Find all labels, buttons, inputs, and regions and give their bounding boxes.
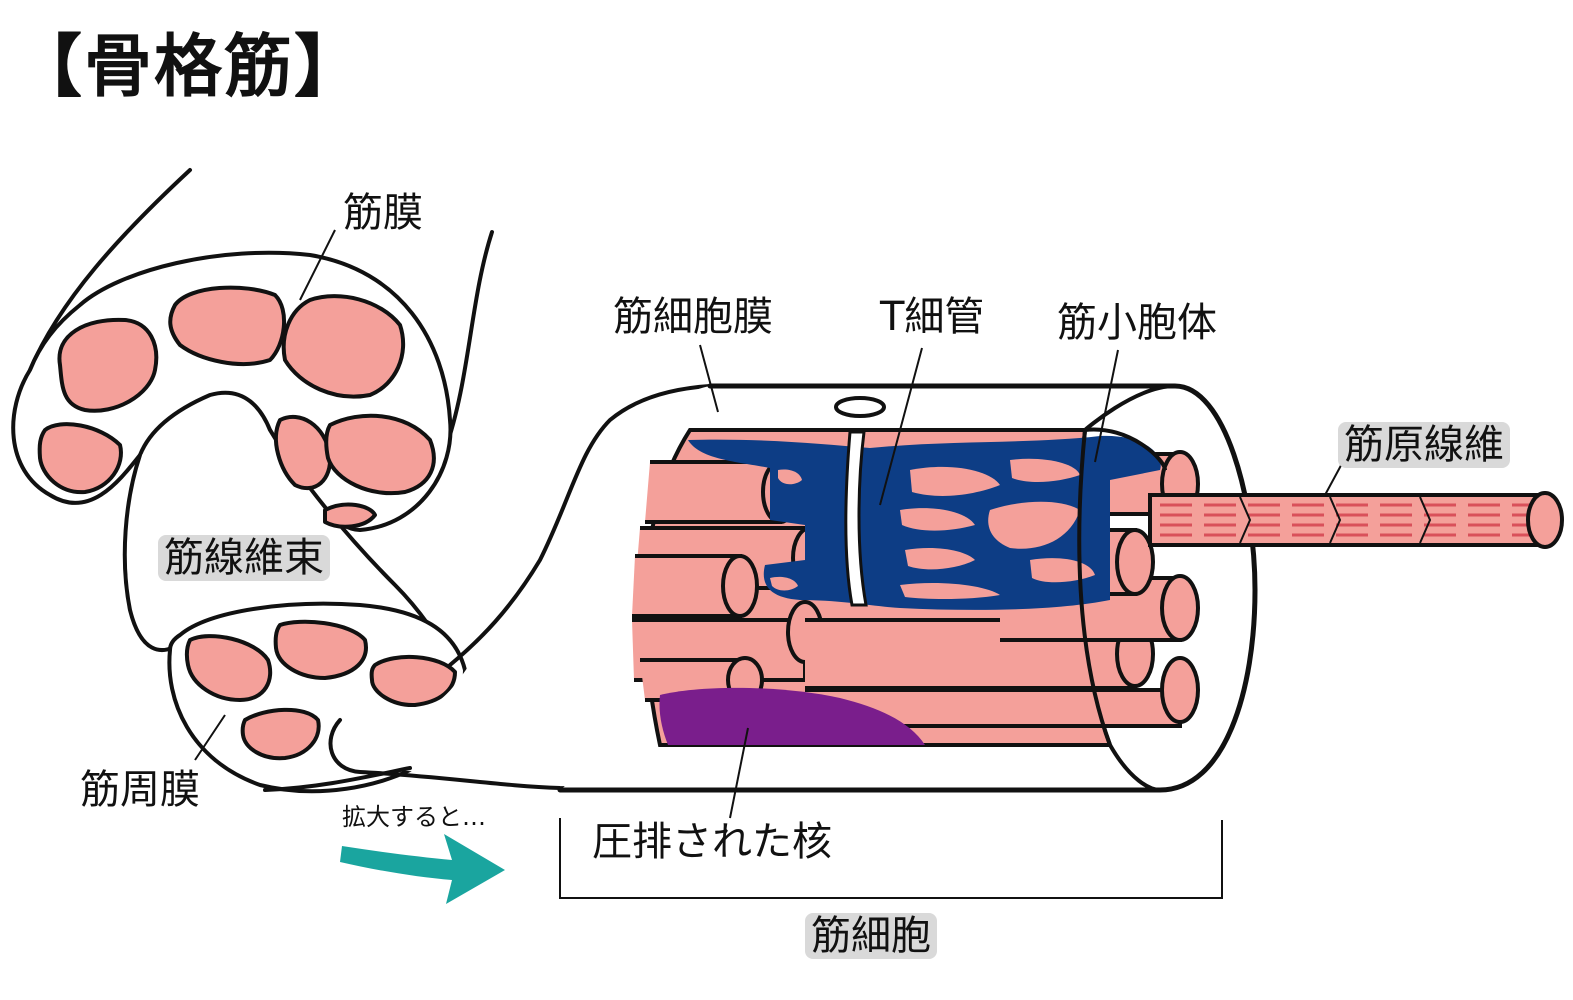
myofibril-end xyxy=(1115,528,1155,596)
muscle-fiber xyxy=(184,634,273,702)
muscle-fiber xyxy=(37,422,123,495)
myofibril-cap xyxy=(1526,491,1564,549)
label-fascicle: 筋線維束 xyxy=(158,535,330,581)
reticulum-gap xyxy=(988,501,1080,549)
muscle-fiber xyxy=(369,654,457,708)
cell-outline xyxy=(557,383,1258,793)
muscle-fiber xyxy=(240,707,321,761)
compressed-nucleus xyxy=(659,687,925,745)
cell-rim xyxy=(1084,427,1167,471)
muscle-fiber xyxy=(274,414,333,491)
muscle-cell-bracket xyxy=(559,818,1223,899)
connector-top-line xyxy=(448,384,712,667)
reticulum-gap xyxy=(900,583,1000,600)
connector-lower-curl xyxy=(263,766,412,792)
leader-perimysium xyxy=(194,714,226,761)
cell-front-face xyxy=(1077,384,1176,792)
reticulum-gap xyxy=(905,548,975,570)
reticulum-gap xyxy=(778,469,802,485)
reticulum-gap xyxy=(900,508,975,531)
label-sarcoplasmic-reticulum: 筋小胞体 xyxy=(1057,300,1217,346)
reticulum-gap xyxy=(770,576,798,591)
page-title: 【骨格筋】 xyxy=(14,28,365,107)
label-epimysium: 筋膜 xyxy=(343,190,423,236)
label-sarcolemma: 筋細胞膜 xyxy=(613,294,773,340)
myofibril-end xyxy=(1160,656,1200,724)
leader-epimysium xyxy=(299,229,336,301)
t-tubule-structure xyxy=(834,396,886,607)
muscle-fiber xyxy=(57,317,159,413)
myofibril-end xyxy=(1160,574,1200,642)
muscle-fiber xyxy=(168,285,287,367)
t-tubule xyxy=(844,430,868,607)
muscle-fiber xyxy=(273,619,368,680)
label-t-tubule: T細管 xyxy=(880,294,985,340)
myofibril-tube xyxy=(645,460,782,524)
leader-reticulum xyxy=(1094,349,1119,463)
muscle-fiber xyxy=(324,413,436,496)
extended-myofibril xyxy=(1148,491,1564,549)
sarcoplasmic-reticulum xyxy=(688,435,1161,610)
leader-t-tubule xyxy=(879,347,923,506)
z-lines xyxy=(1239,496,1432,544)
zoom-arrow-icon xyxy=(340,834,505,904)
epimysium-line-right xyxy=(443,230,494,452)
t-tubule-opening xyxy=(834,396,886,418)
myofibril-stripes xyxy=(1160,503,1540,537)
leader-nucleus xyxy=(729,727,749,819)
reticulum-gap xyxy=(1010,458,1080,482)
muscle-fibers xyxy=(37,285,457,761)
myofibril-end xyxy=(721,554,759,618)
muscle-cell xyxy=(557,383,1258,793)
label-myofibril: 筋原線維 xyxy=(1338,422,1510,468)
leader-sarcolemma xyxy=(699,344,719,413)
muscle-fiber xyxy=(323,502,377,529)
reticulum-gap xyxy=(910,466,1000,496)
label-perimysium: 筋周膜 xyxy=(80,767,200,813)
label-compressed-nucleus: 圧排された核 xyxy=(592,819,832,865)
label-muscle-cell: 筋細胞 xyxy=(805,913,937,959)
muscle-fiber xyxy=(281,294,406,399)
label-zoom-note: 拡大すると… xyxy=(342,803,486,831)
